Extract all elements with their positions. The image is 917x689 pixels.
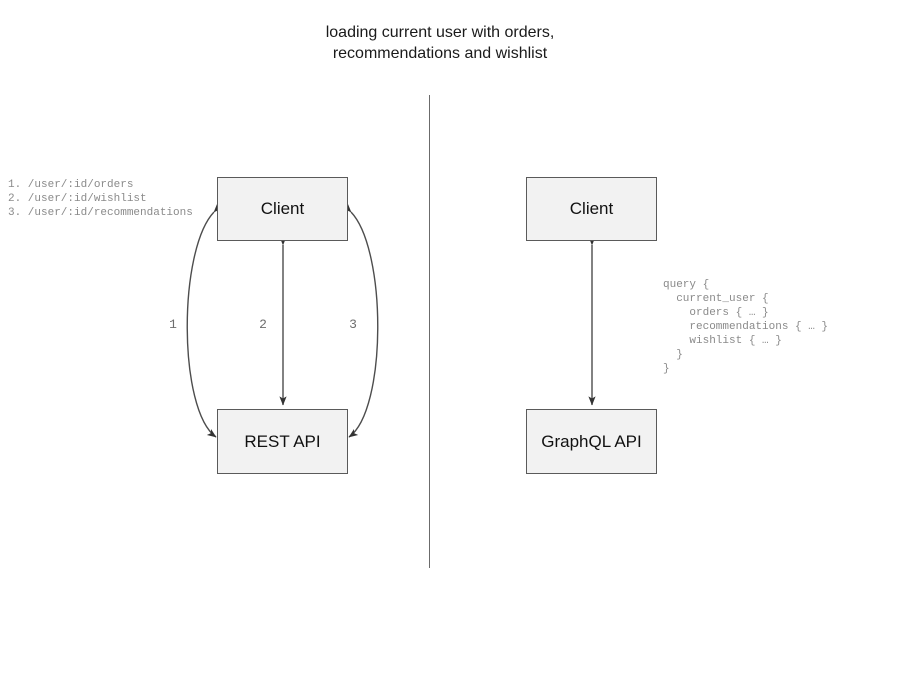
edge-label-3: 3 [349,317,357,332]
node-client-graphql[interactable]: Client [526,177,657,241]
node-graphql-api[interactable]: GraphQL API [526,409,657,474]
graphql-query-snippet: query { current_user { orders { … } reco… [663,279,829,375]
rest-endpoint-list: 1. /user/:id/orders 2. /user/:id/wishlis… [8,179,193,219]
node-rest-api[interactable]: REST API [217,409,348,474]
page-title: loading current user with orders, recomm… [325,24,555,62]
node-client-rest[interactable]: Client [217,177,348,241]
edge-label-2: 2 [259,317,267,332]
edge-1-path [186,203,223,438]
edge-label-1: 1 [169,317,177,332]
vertical-divider [429,95,430,568]
